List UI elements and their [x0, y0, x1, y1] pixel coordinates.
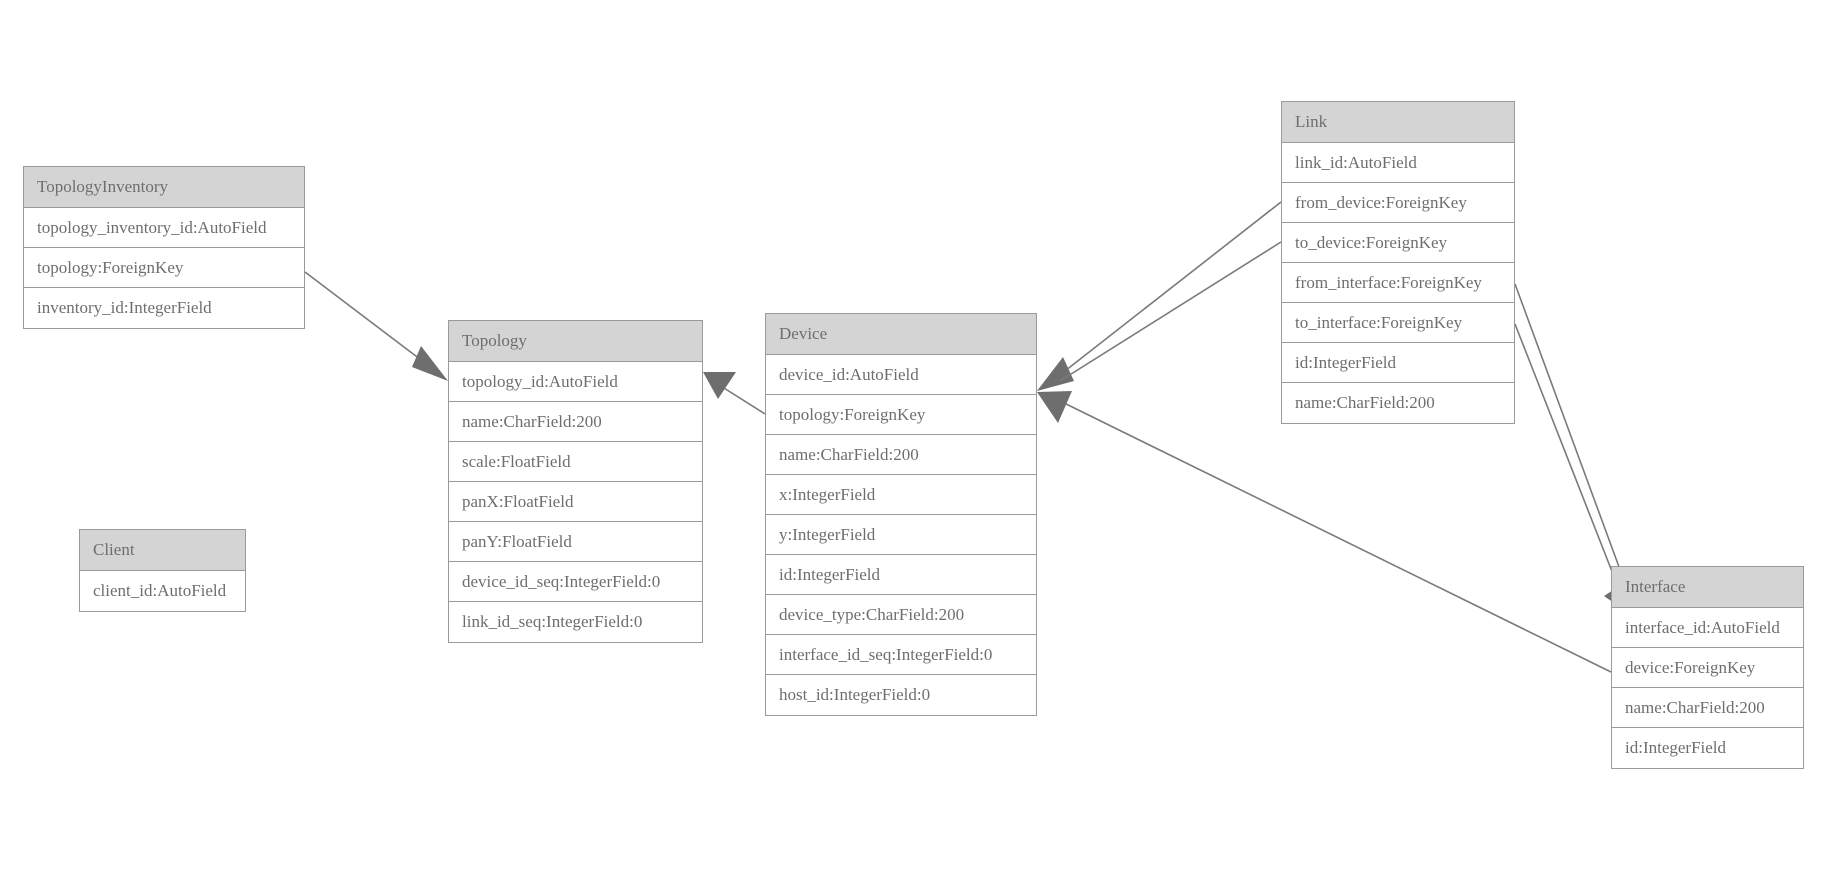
relationship-interface-device: [1037, 391, 1612, 673]
field-row[interactable]: panY:FloatField: [449, 522, 702, 562]
entity-topology[interactable]: Topology topology_id:AutoField name:Char…: [448, 320, 703, 643]
entity-fields-interface: interface_id:AutoField device:ForeignKey…: [1612, 608, 1803, 768]
field-row[interactable]: link_id:AutoField: [1282, 143, 1514, 183]
entity-fields-device: device_id:AutoField topology:ForeignKey …: [766, 355, 1036, 715]
field-row[interactable]: topology:ForeignKey: [24, 248, 304, 288]
field-row[interactable]: name:CharField:200: [1612, 688, 1803, 728]
field-row[interactable]: scale:FloatField: [449, 442, 702, 482]
field-row[interactable]: name:CharField:200: [766, 435, 1036, 475]
field-row[interactable]: from_device:ForeignKey: [1282, 183, 1514, 223]
field-row[interactable]: name:CharField:200: [449, 402, 702, 442]
field-row[interactable]: topology:ForeignKey: [766, 395, 1036, 435]
entity-title-topology: Topology: [449, 321, 702, 362]
field-row[interactable]: from_interface:ForeignKey: [1282, 263, 1514, 303]
entity-fields-topology: topology_id:AutoField name:CharField:200…: [449, 362, 702, 642]
field-row[interactable]: device_id:AutoField: [766, 355, 1036, 395]
entity-title-topologyinventory: TopologyInventory: [24, 167, 304, 208]
field-row[interactable]: client_id:AutoField: [93, 581, 227, 600]
field-row[interactable]: topology_id:AutoField: [449, 362, 702, 402]
relationship-topologyinventory-topology: [304, 271, 448, 381]
field-row[interactable]: interface_id:AutoField: [1612, 608, 1803, 648]
relationship-link-to-interface: [1514, 323, 1623, 598]
field-row[interactable]: panX:FloatField: [449, 482, 702, 522]
field-row[interactable]: device_id_seq:IntegerField:0: [449, 562, 702, 602]
field-row[interactable]: topology_inventory_id:AutoField: [24, 208, 304, 248]
entity-device[interactable]: Device device_id:AutoField topology:Fore…: [765, 313, 1037, 716]
field-row[interactable]: id:IntegerField: [1282, 343, 1514, 383]
relationship-device-topology: [703, 372, 766, 415]
entity-title-client: Client: [80, 530, 245, 571]
field-row[interactable]: inventory_id:IntegerField: [37, 298, 212, 317]
field-row[interactable]: interface_id_seq:IntegerField:0: [766, 635, 1036, 675]
field-row[interactable]: y:IntegerField: [766, 515, 1036, 555]
field-row[interactable]: name:CharField:200: [1295, 393, 1435, 412]
entity-client[interactable]: Client client_id:AutoField: [79, 529, 246, 612]
entity-title-link: Link: [1282, 102, 1514, 143]
field-row[interactable]: host_id:IntegerField:0: [779, 685, 931, 704]
field-row[interactable]: id:IntegerField: [766, 555, 1036, 595]
field-row[interactable]: to_device:ForeignKey: [1282, 223, 1514, 263]
entity-title-interface: Interface: [1612, 567, 1803, 608]
entity-interface[interactable]: Interface interface_id:AutoField device:…: [1611, 566, 1804, 769]
field-row[interactable]: to_interface:ForeignKey: [1282, 303, 1514, 343]
entity-fields-topologyinventory: topology_inventory_id:AutoField topology…: [24, 208, 304, 328]
entity-link[interactable]: Link link_id:AutoField from_device:Forei…: [1281, 101, 1515, 424]
entity-title-device: Device: [766, 314, 1036, 355]
relationship-link-from-device: [1037, 201, 1282, 391]
field-row[interactable]: device_type:CharField:200: [766, 595, 1036, 635]
relationship-link-to-device: [1059, 241, 1282, 382]
field-row[interactable]: x:IntegerField: [766, 475, 1036, 515]
entity-fields-client: client_id:AutoField: [80, 571, 245, 611]
field-row[interactable]: link_id_seq:IntegerField:0: [462, 612, 643, 631]
field-row[interactable]: id:IntegerField: [1625, 738, 1727, 757]
field-row[interactable]: device:ForeignKey: [1612, 648, 1803, 688]
entity-fields-link: link_id:AutoField from_device:ForeignKey…: [1282, 143, 1514, 423]
entity-topologyinventory[interactable]: TopologyInventory topology_inventory_id:…: [23, 166, 305, 329]
